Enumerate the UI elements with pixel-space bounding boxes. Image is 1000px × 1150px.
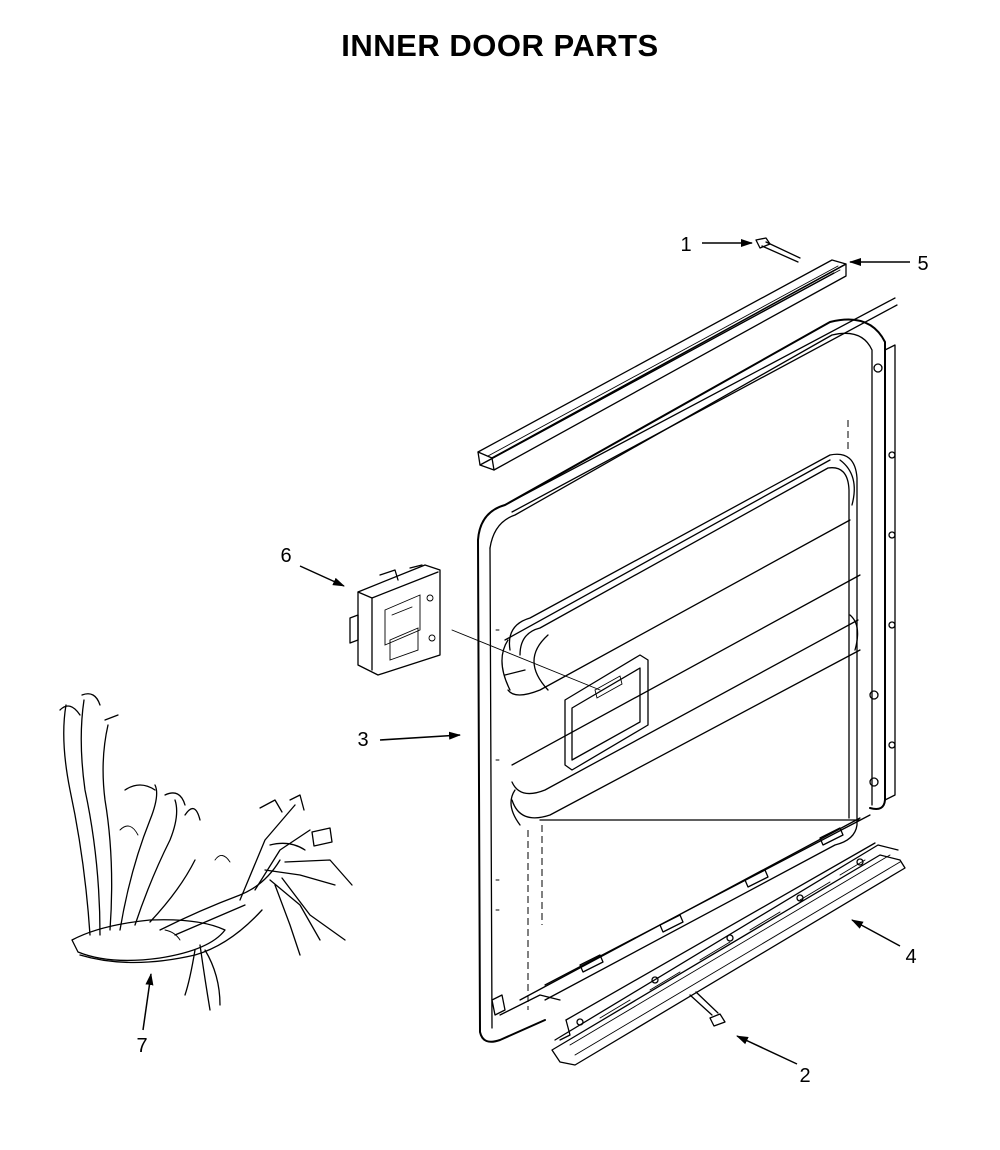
callout-7: 7 xyxy=(136,1035,147,1057)
callout-4: 4 xyxy=(905,946,916,968)
callout-2: 2 xyxy=(799,1065,810,1087)
callout-3: 3 xyxy=(357,729,368,751)
callout-1: 1 xyxy=(680,234,691,256)
part-1-screw xyxy=(755,237,801,263)
diagram-title: INNER DOOR PARTS xyxy=(341,28,658,63)
part-7-wiring-harness xyxy=(59,693,353,1011)
part-4-bottom-strip xyxy=(551,842,906,1066)
part-2-screw xyxy=(689,991,726,1027)
callout-5: 5 xyxy=(917,253,928,275)
callout-arrows xyxy=(142,239,910,1065)
callout-6: 6 xyxy=(280,545,291,567)
part-5-top-strip xyxy=(477,259,847,471)
part-6-control-module xyxy=(349,564,441,676)
part-3-inner-door xyxy=(451,297,898,1043)
